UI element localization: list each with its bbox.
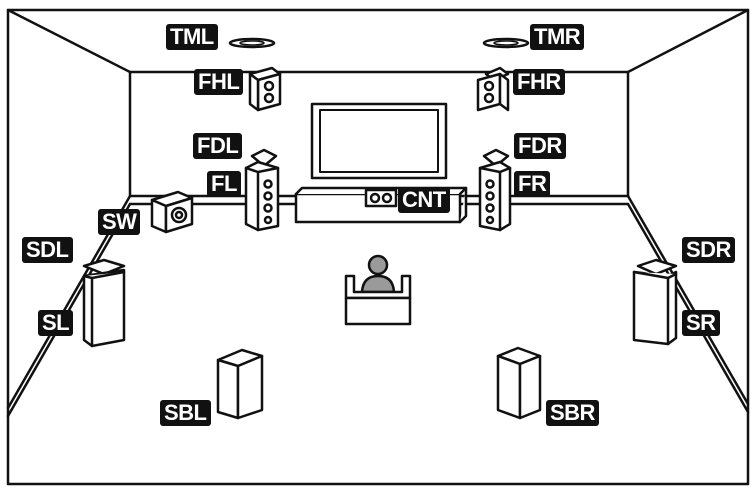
label-tml: TML [166,24,218,50]
label-fhl: FHL [194,69,244,95]
floor-edge-right [626,194,750,414]
sr-speaker [632,258,678,346]
fr-speaker [478,148,512,232]
ceiling-edge-right [626,8,750,74]
label-fhr: FHR [513,69,565,95]
fhr-speaker [476,66,510,112]
label-sw: SW [98,209,141,235]
listener [360,254,396,294]
label-cnt: CNT [398,187,450,213]
label-fdr: FDR [514,133,566,159]
label-sbr: SBR [546,400,599,426]
tv-screen [310,102,448,180]
label-fl: FL [207,171,241,197]
ceiling-edge-left [6,8,132,74]
seat [344,274,412,326]
label-sbl: SBL [160,400,211,426]
label-sdr: SDR [682,237,735,263]
fl-speaker [244,148,280,232]
label-tmr: TMR [530,24,585,50]
sbr-speaker [496,346,542,420]
label-sdl: SDL [22,237,73,263]
cnt-speaker [364,188,398,208]
label-sl: SL [38,310,74,336]
subwoofer [150,190,194,234]
room-outline [6,8,750,486]
sl-speaker [82,258,126,348]
label-fdl: FDL [193,133,243,159]
tmr-speaker [482,37,530,49]
fhl-speaker [248,66,282,112]
label-fr: FR [514,171,551,197]
sbl-speaker [216,348,264,420]
label-sr: SR [682,310,720,336]
tml-speaker [228,37,276,49]
